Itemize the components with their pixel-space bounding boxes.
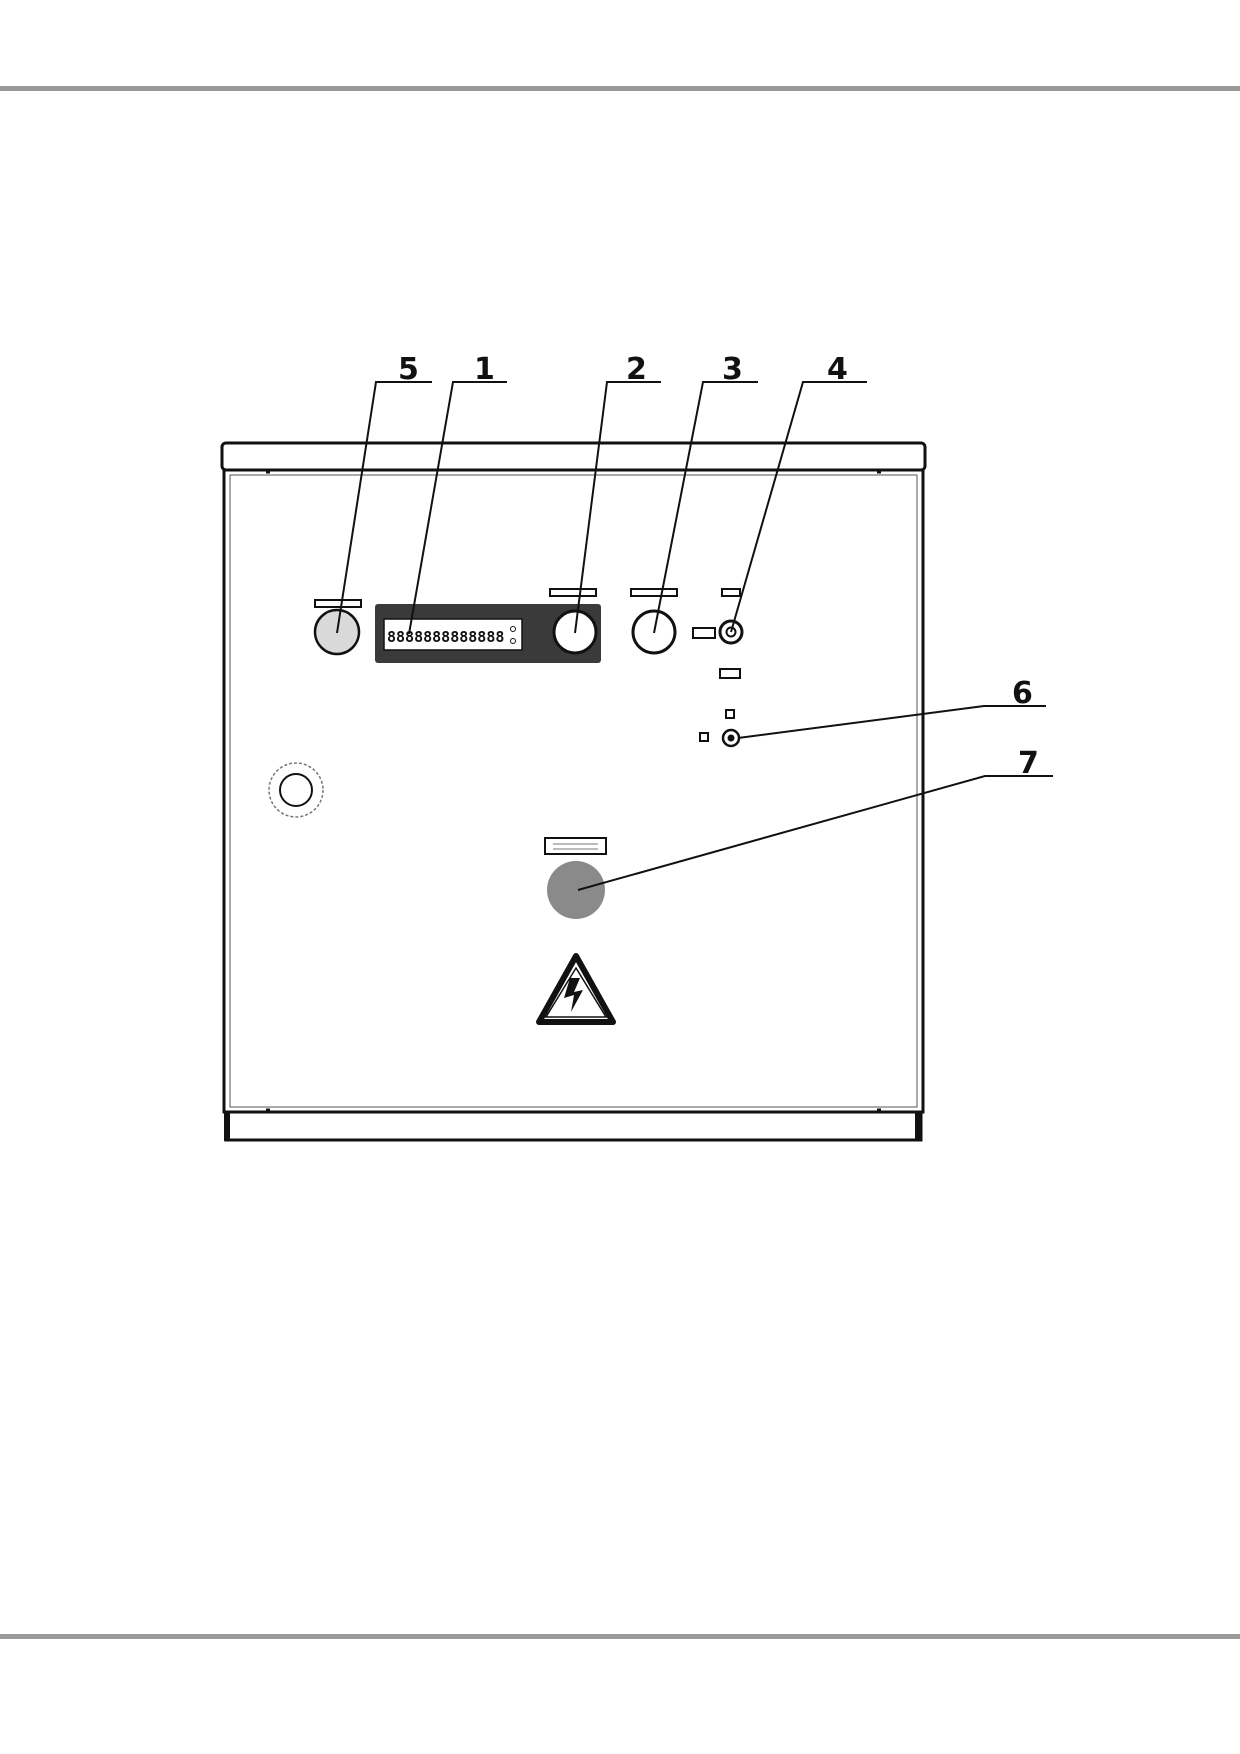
lock-outer-ring — [268, 762, 324, 818]
callout-3: 3 — [722, 352, 743, 387]
callout-leaders — [336, 381, 1053, 891]
cabinet-top-cap — [220, 441, 927, 472]
stop-label-plate — [544, 837, 607, 855]
led-side-plate — [699, 732, 709, 742]
knob-right-label-plate — [630, 588, 678, 597]
knob-left-label-plate — [549, 588, 597, 597]
callout-6: 6 — [1012, 676, 1033, 711]
high-voltage-icon — [536, 953, 616, 1025]
leader-3 — [653, 381, 758, 634]
leader-7 — [577, 775, 1053, 891]
digital-display-digits: 8888888888888 — [387, 628, 504, 646]
switch-lower-plate — [719, 668, 741, 679]
callout-2: 2 — [626, 352, 647, 387]
leader-6 — [737, 705, 1046, 739]
emergency-stop-button[interactable] — [547, 861, 605, 919]
cabinet-foot-left — [224, 1112, 230, 1141]
bottom-rule — [0, 1634, 1240, 1639]
cabinet-base — [224, 1110, 923, 1142]
callout-5: 5 — [398, 352, 419, 387]
leader-1 — [408, 381, 507, 635]
lock-keyhole — [279, 773, 313, 807]
display-indicator-dot — [510, 626, 516, 632]
leader-5 — [336, 381, 432, 634]
indicator-led-center — [727, 734, 735, 742]
leader-2 — [574, 381, 661, 634]
callout-7: 7 — [1018, 746, 1039, 781]
leader-4 — [730, 381, 867, 633]
callout-1: 1 — [474, 352, 495, 387]
cabinet-door-inner — [229, 474, 918, 1108]
top-rule — [0, 86, 1240, 91]
callout-4: 4 — [827, 352, 848, 387]
led-label-plate — [725, 709, 735, 719]
display-indicator-dot — [510, 638, 516, 644]
small-switch-center — [725, 626, 737, 638]
switch-label-plate — [721, 588, 741, 597]
digital-display — [383, 618, 523, 651]
switch-side-plate — [692, 627, 716, 639]
lamp-label-plate — [314, 599, 362, 608]
cabinet-foot-right — [915, 1112, 921, 1141]
